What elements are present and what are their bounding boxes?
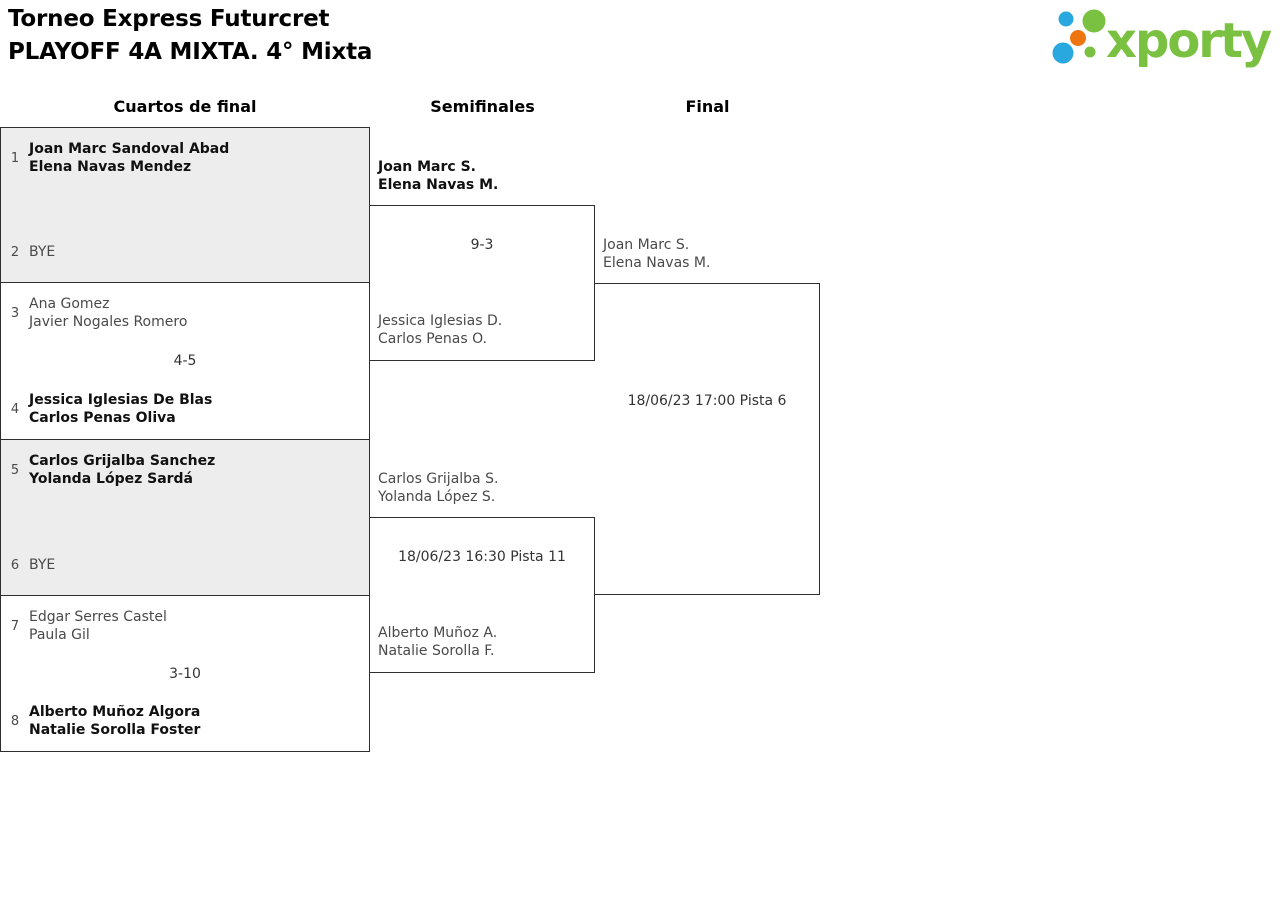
logo-dot-small-green: [1084, 46, 1096, 58]
seed-number: 1: [10, 150, 20, 166]
player-name: Elena Navas M.: [378, 177, 499, 193]
player-name: Jessica Iglesias D.: [378, 313, 503, 329]
player-name: Joan Marc S.: [378, 159, 476, 175]
team-names: Ana Gomez Javier Nogales Romero: [29, 295, 187, 331]
player-name: Javier Nogales Romero: [29, 314, 188, 330]
round-header-final: Final: [685, 97, 730, 116]
round-header-semifinals: Semifinales: [430, 97, 535, 116]
player-name: Carlos Grijalba Sanchez: [29, 453, 216, 469]
seed-number: 7: [10, 618, 20, 634]
player-name: BYE: [29, 244, 56, 260]
match-entry: 7 Edgar Serres Castel Paula Gil: [1, 596, 369, 656]
match-score: 3-10: [169, 665, 201, 682]
player-name: Paula Gil: [29, 627, 90, 643]
player-name: Yolanda López Sardá: [29, 471, 194, 487]
player-name: Elena Navas Mendez: [29, 159, 192, 175]
match-schedule: 18/06/23 17:00 Pista 6: [627, 393, 787, 409]
player-name: Alberto Muñoz A.: [378, 625, 498, 641]
match-quarterfinal-1[interactable]: 1 Joan Marc Sandoval Abad Elena Navas Me…: [0, 127, 370, 283]
match-semifinal-2[interactable]: Carlos Grijalba S. Yolanda López S. 18/0…: [370, 471, 595, 673]
team-names: Carlos Grijalba Sanchez Yolanda López Sa…: [29, 452, 215, 488]
match-entry: 4 Jessica Iglesias De Blas Carlos Penas …: [1, 379, 369, 439]
match-quarterfinal-3[interactable]: 5 Carlos Grijalba Sanchez Yolanda López …: [0, 439, 370, 596]
team-names: [603, 534, 811, 594]
match-entry: 8 Alberto Muñoz Algora Natalie Sorolla F…: [1, 691, 369, 751]
team-names: Jessica Iglesias De Blas Carlos Penas Ol…: [29, 391, 212, 427]
logo-wordmark: xporty: [1106, 13, 1272, 69]
phase-name: PLAYOFF 4A MIXTA. 4° Mixta: [8, 39, 373, 65]
player-name: Carlos Penas O.: [378, 331, 487, 347]
team-names: BYE: [29, 556, 55, 574]
match-score: 4-5: [173, 353, 197, 369]
seed-number: 5: [10, 462, 20, 478]
seed-number: 6: [10, 557, 20, 573]
seed-number: 2: [10, 244, 20, 260]
team-names: Carlos Grijalba S. Yolanda López S.: [378, 458, 586, 518]
player-name: Alberto Muñoz Algora: [29, 704, 201, 720]
player-name: Carlos Grijalba S.: [378, 471, 499, 487]
match-schedule: 18/06/23 16:30 Pista 11: [398, 549, 566, 565]
team-names: Alberto Muñoz A. Natalie Sorolla F.: [378, 612, 586, 672]
match-entry: 1 Joan Marc Sandoval Abad Elena Navas Me…: [1, 128, 369, 188]
team-names: Joan Marc S. Elena Navas M.: [378, 146, 586, 206]
xporty-logo[interactable]: xporty: [1048, 2, 1276, 70]
player-name: Jessica Iglesias De Blas: [29, 392, 213, 408]
team-names: Jessica Iglesias D. Carlos Penas O.: [378, 300, 586, 360]
tournament-name: Torneo Express Futurcret: [8, 6, 330, 32]
xporty-logo-graphic: xporty: [1052, 9, 1274, 69]
logo-dot-large-green: [1082, 9, 1106, 33]
logo-dot-orange: [1070, 30, 1086, 46]
match-quarterfinal-2[interactable]: 3 Ana Gomez Javier Nogales Romero 4-5 4 …: [0, 282, 370, 440]
match-score: 9-3: [470, 237, 494, 253]
seed-number: 8: [10, 713, 20, 729]
match-entry: 2 BYE: [1, 222, 369, 282]
player-name: Natalie Sorolla Foster: [29, 722, 201, 738]
player-name: Joan Marc Sandoval Abad: [29, 141, 230, 157]
player-name: Edgar Serres Castel: [29, 609, 167, 625]
team-names: Edgar Serres Castel Paula Gil: [29, 608, 167, 644]
team-names: Joan Marc S. Elena Navas M.: [603, 224, 811, 284]
logo-dot-small-blue: [1058, 11, 1074, 27]
player-name: BYE: [29, 557, 56, 573]
player-name: Ana Gomez: [29, 296, 110, 312]
player-name: Natalie Sorolla F.: [378, 643, 495, 659]
team-names: BYE: [29, 243, 55, 261]
match-entry: 3 Ana Gomez Javier Nogales Romero: [1, 283, 369, 343]
match-entry: 5 Carlos Grijalba Sanchez Yolanda López …: [1, 440, 369, 500]
player-name: Joan Marc S.: [603, 237, 690, 253]
match-semifinal-1[interactable]: Joan Marc S. Elena Navas M. 9-3 Jessica …: [370, 159, 595, 361]
page-title: Torneo Express Futurcret PLAYOFF 4A MIXT…: [8, 3, 372, 69]
player-name: Carlos Penas Oliva: [29, 410, 176, 426]
round-header-quarterfinals: Cuartos de final: [113, 97, 257, 116]
seed-number: 3: [10, 305, 20, 321]
seed-number: 4: [10, 401, 20, 417]
logo-dot-large-blue: [1052, 42, 1074, 64]
match-entry: 6 BYE: [1, 535, 369, 595]
match-final[interactable]: Joan Marc S. Elena Navas M. 18/06/23 17:…: [595, 237, 820, 595]
team-names: Joan Marc Sandoval Abad Elena Navas Mend…: [29, 140, 229, 176]
player-name: Yolanda López S.: [378, 489, 496, 505]
match-quarterfinal-4[interactable]: 7 Edgar Serres Castel Paula Gil 3-10 8 A…: [0, 595, 370, 752]
player-name: Elena Navas M.: [603, 255, 711, 271]
team-names: Alberto Muñoz Algora Natalie Sorolla Fos…: [29, 703, 200, 739]
